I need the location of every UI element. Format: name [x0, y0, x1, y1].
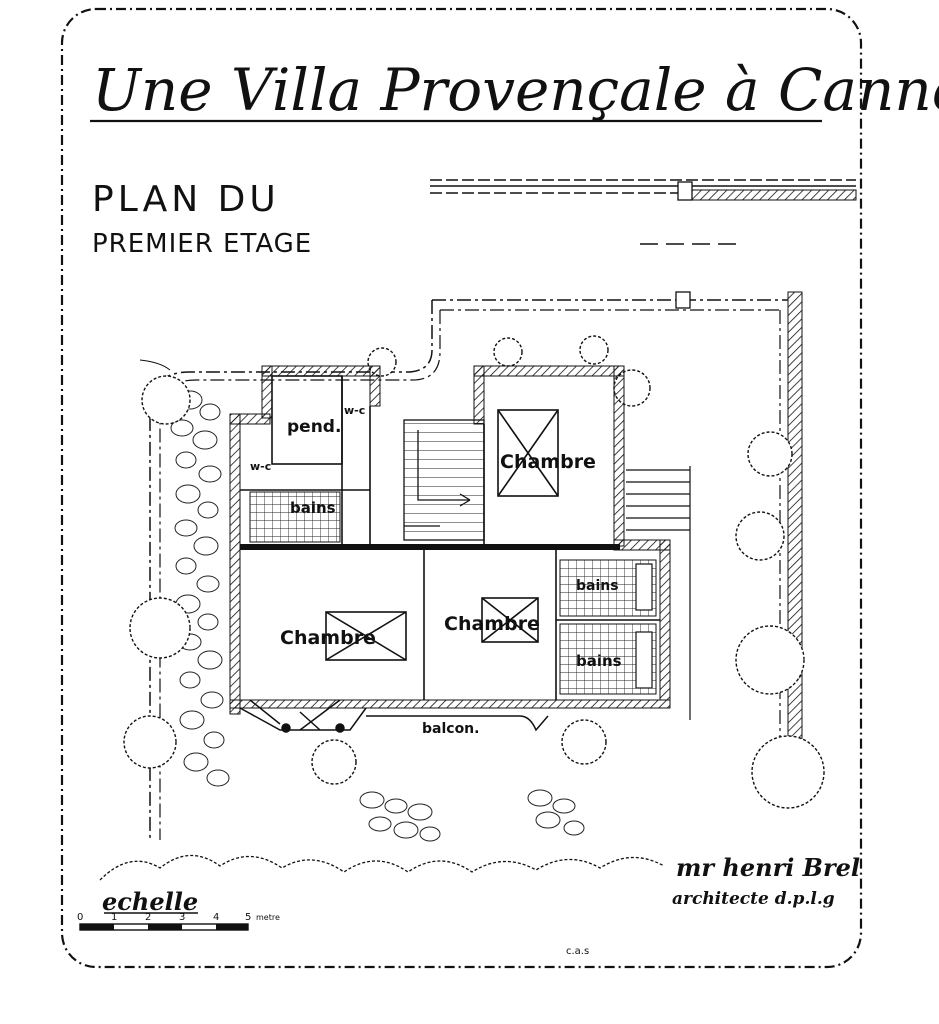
architect-name: mr henri Brel: [676, 853, 860, 882]
front-paving: [359, 789, 585, 842]
street-wall: [430, 179, 857, 245]
subtitle-line2: PREMIER ETAGE: [92, 229, 312, 259]
scale-unit: metre: [256, 913, 280, 922]
garden-stones-left: [170, 390, 230, 787]
room-label-wc-upper: w-c: [344, 404, 365, 417]
sheet-border: [60, 7, 863, 969]
title: Une Villa Provençale à Cannes: [92, 56, 939, 124]
scale-tick-5: 5: [245, 912, 251, 923]
garden-hedge: [99, 854, 665, 881]
balcony: [239, 699, 549, 733]
house-walls: [229, 365, 671, 715]
room-label-chambre-top: Chambre: [500, 451, 596, 473]
scale-tick-0: 0: [77, 912, 83, 923]
room-label-pend: pend.: [287, 417, 341, 437]
room-label-wc-lower: w-c: [250, 460, 271, 473]
scale-tick-1: 1: [111, 912, 117, 923]
room-label-chambre-left: Chambre: [280, 627, 376, 649]
scale-tick-3: 3: [179, 912, 185, 923]
scale-bar: echelle 0 1 2 3 4 5 metre: [77, 887, 280, 931]
terrace-steps: [626, 466, 691, 720]
staircase: [403, 419, 485, 541]
bathroom-tiles: [249, 491, 657, 695]
room-label-bains-left: bains: [290, 499, 336, 517]
room-label-balcon: balcon.: [422, 721, 479, 737]
room-label-bains-right-bottom: bains: [576, 652, 622, 670]
subtitle-line1: PLAN DU: [92, 179, 280, 220]
room-label-bains-right-top: bains: [576, 578, 619, 594]
scale-label: echelle: [102, 887, 198, 916]
page-mark: c.a.s: [566, 946, 589, 957]
architect-title: architecte d.p.l.g: [672, 889, 835, 909]
garden-trees: [123, 335, 825, 809]
interior-partitions: [240, 375, 660, 700]
scale-tick-2: 2: [145, 912, 151, 923]
scale-tick-4: 4: [213, 912, 219, 923]
room-label-chambre-center: Chambre: [444, 613, 540, 635]
